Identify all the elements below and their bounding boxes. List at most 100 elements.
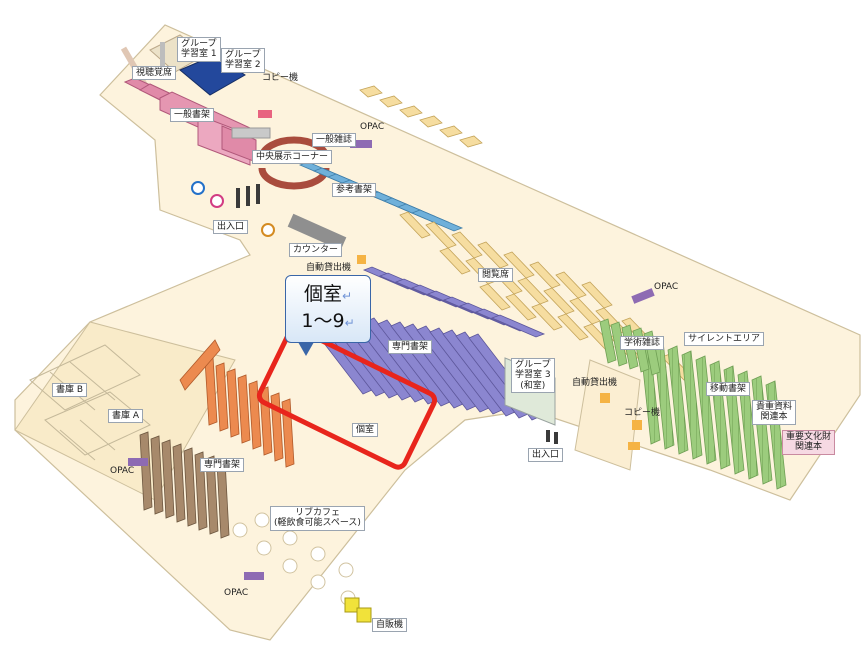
callout-line2: 1〜9: [301, 310, 345, 332]
label-counter: カウンター: [289, 243, 343, 258]
brown-shelf: [150, 435, 164, 515]
orange-shelf: [259, 386, 273, 456]
label-mobile-shelves: 移動書架: [706, 382, 751, 397]
reading-desk: [451, 231, 483, 259]
reading-desk: [439, 247, 471, 275]
reading-desk: [503, 251, 535, 279]
opac-terminal[interactable]: [128, 458, 148, 466]
green-shelf: [737, 370, 759, 480]
reading-desk: [459, 135, 483, 148]
opac-terminal[interactable]: [244, 572, 264, 580]
return-mark-icon: ↵: [344, 316, 355, 330]
green-shelf: [695, 355, 717, 465]
reading-desk: [517, 277, 549, 305]
label-central-exhibit: 中央展示コーナー: [252, 150, 333, 165]
reading-desk: [505, 293, 537, 321]
orange-shelf: [281, 398, 295, 468]
cafe-table: [232, 522, 248, 538]
reading-desk: [543, 287, 575, 315]
reading-desk: [555, 271, 587, 299]
label-specialized-center: 専門書架: [388, 340, 433, 355]
elevator-icon: [261, 223, 275, 237]
cafe-table: [310, 574, 326, 590]
cafe-table: [254, 512, 270, 528]
reading-desk: [531, 303, 563, 331]
label-auto-machine-2: 自動貸出機: [572, 378, 618, 388]
label-copy-top: コピー機: [262, 73, 299, 83]
specialized-shelves-orange: [179, 339, 295, 468]
callout-tail: [298, 342, 314, 356]
brown-shelf: [161, 439, 175, 519]
reading-desk: [439, 125, 463, 138]
label-private-room: 個室: [352, 423, 379, 438]
reading-desk: [569, 297, 601, 325]
cafe-table: [282, 530, 298, 546]
copy-machine: [632, 420, 642, 430]
label-general-shelves: 一般書架: [170, 108, 215, 123]
label-opac-right: OPAC: [654, 282, 679, 292]
label-library-a: 書庫 A: [108, 409, 144, 424]
brown-shelf: [172, 443, 186, 523]
label-entrance-mid[interactable]: 出入口: [528, 448, 564, 463]
reading-desk: [419, 115, 443, 128]
reading-desk: [581, 281, 613, 309]
callout-line1: 個室: [303, 283, 342, 305]
reading-desk: [379, 95, 403, 108]
reading-desk: [557, 313, 589, 341]
brown-shelf: [139, 431, 153, 511]
accessibility-icon: [191, 181, 205, 195]
reading-desk: [399, 211, 431, 239]
label-av-seats: 視聴覚席: [132, 66, 177, 81]
opac-terminal[interactable]: [631, 288, 655, 304]
label-entrance-left[interactable]: 出入口: [213, 220, 249, 235]
stack-rooms: [29, 344, 151, 461]
label-reading-seats: 閲覧席: [478, 268, 514, 283]
green-shelf: [599, 318, 617, 364]
label-vending: 自販機: [372, 618, 408, 633]
cafe-table: [282, 558, 298, 574]
reading-desk: [359, 85, 383, 98]
cafe-table: [338, 562, 354, 578]
reading-desk: [479, 283, 511, 311]
opac-terminal[interactable]: [350, 140, 372, 148]
return-mark-icon: ↵: [341, 289, 353, 303]
label-silent-area: サイレントエリア: [684, 332, 765, 347]
label-general-magazines: 一般雑誌: [312, 133, 357, 148]
label-group-study-2: グループ 学習室 2: [221, 48, 265, 73]
orange-shelf: [226, 368, 240, 438]
label-opac-left: OPAC: [110, 466, 135, 476]
label-specialized-left: 専門書架: [200, 458, 245, 473]
orange-shelf: [215, 362, 229, 432]
label-reference-shelves: 参考書架: [332, 183, 377, 198]
orange-shelf: [248, 380, 262, 450]
label-opac-bottom: OPAC: [224, 588, 249, 598]
private-room-callout: 個室↵ 1〜9↵: [285, 275, 371, 343]
copy-machine: [600, 393, 610, 403]
label-opac-top: OPAC: [360, 122, 385, 132]
label-cultural-property: 重要文化財 関連本: [782, 430, 836, 455]
green-shelf: [610, 321, 628, 367]
specialized-shelf: [490, 314, 546, 338]
restroom-icon: [210, 194, 224, 208]
label-auto-machine: 自動貸出機: [306, 263, 352, 273]
entrance-gates-mid: [546, 430, 558, 444]
specialized-shelves-brown: [139, 431, 230, 539]
orange-shelf: [237, 374, 251, 444]
cafe-tables: [232, 512, 356, 606]
reading-desk: [477, 241, 509, 269]
brown-shelf: [205, 455, 219, 535]
label-group-study-3: グループ 学習室 3 (和室): [511, 358, 555, 394]
label-copy-mid: コピー機: [624, 408, 661, 418]
label-lib-cafe: リブカフェ (軽飲食可能スペース): [270, 506, 365, 531]
vending-machine: [344, 597, 360, 613]
vending-machine: [356, 607, 372, 623]
label-rare-materials: 貴重資料 関連本: [752, 400, 797, 425]
reading-desk: [425, 221, 457, 249]
copy-machine: [628, 442, 640, 450]
entrance-gates-left: [236, 184, 260, 208]
east-corridor: [574, 359, 641, 471]
reference-shelf: [410, 209, 464, 232]
orange-shelf: [179, 339, 221, 391]
cafe-table: [256, 540, 272, 556]
reading-desk: [399, 105, 423, 118]
